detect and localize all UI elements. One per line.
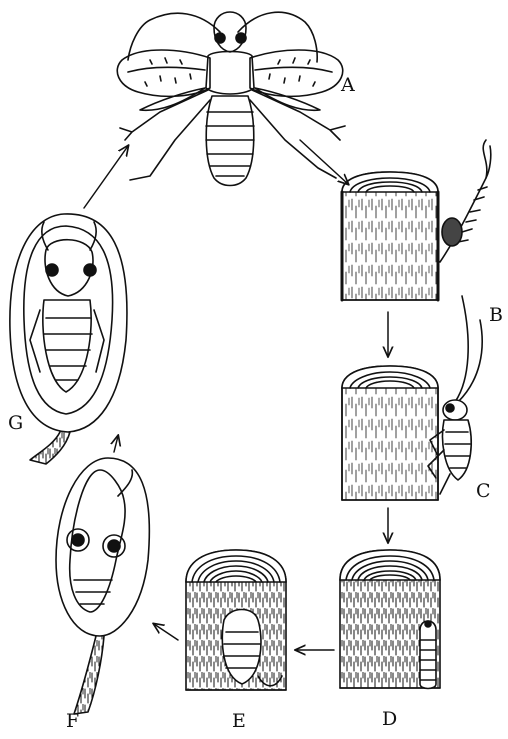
stem-section-b xyxy=(342,140,491,300)
stage-label-g: G xyxy=(8,414,23,433)
arrow-g-to-a xyxy=(84,146,128,208)
stem-section-e xyxy=(186,550,286,690)
stem-section-d xyxy=(340,550,440,689)
stage-label-a: A xyxy=(341,76,355,95)
stage-label-e: E xyxy=(232,712,246,731)
stem-section-c xyxy=(342,296,482,500)
arrow-a-to-b xyxy=(300,140,348,184)
stage-label-b: B xyxy=(489,306,503,325)
adult-insect-illustration xyxy=(117,12,345,186)
stage-label-f: F xyxy=(66,712,79,731)
arrow-f-to-g xyxy=(114,436,118,452)
cocoon-g xyxy=(10,214,127,464)
stage-label-c: C xyxy=(476,482,491,501)
arrow-e-to-f xyxy=(154,624,178,640)
cocoon-f xyxy=(56,458,149,714)
stage-label-d: D xyxy=(382,710,397,729)
